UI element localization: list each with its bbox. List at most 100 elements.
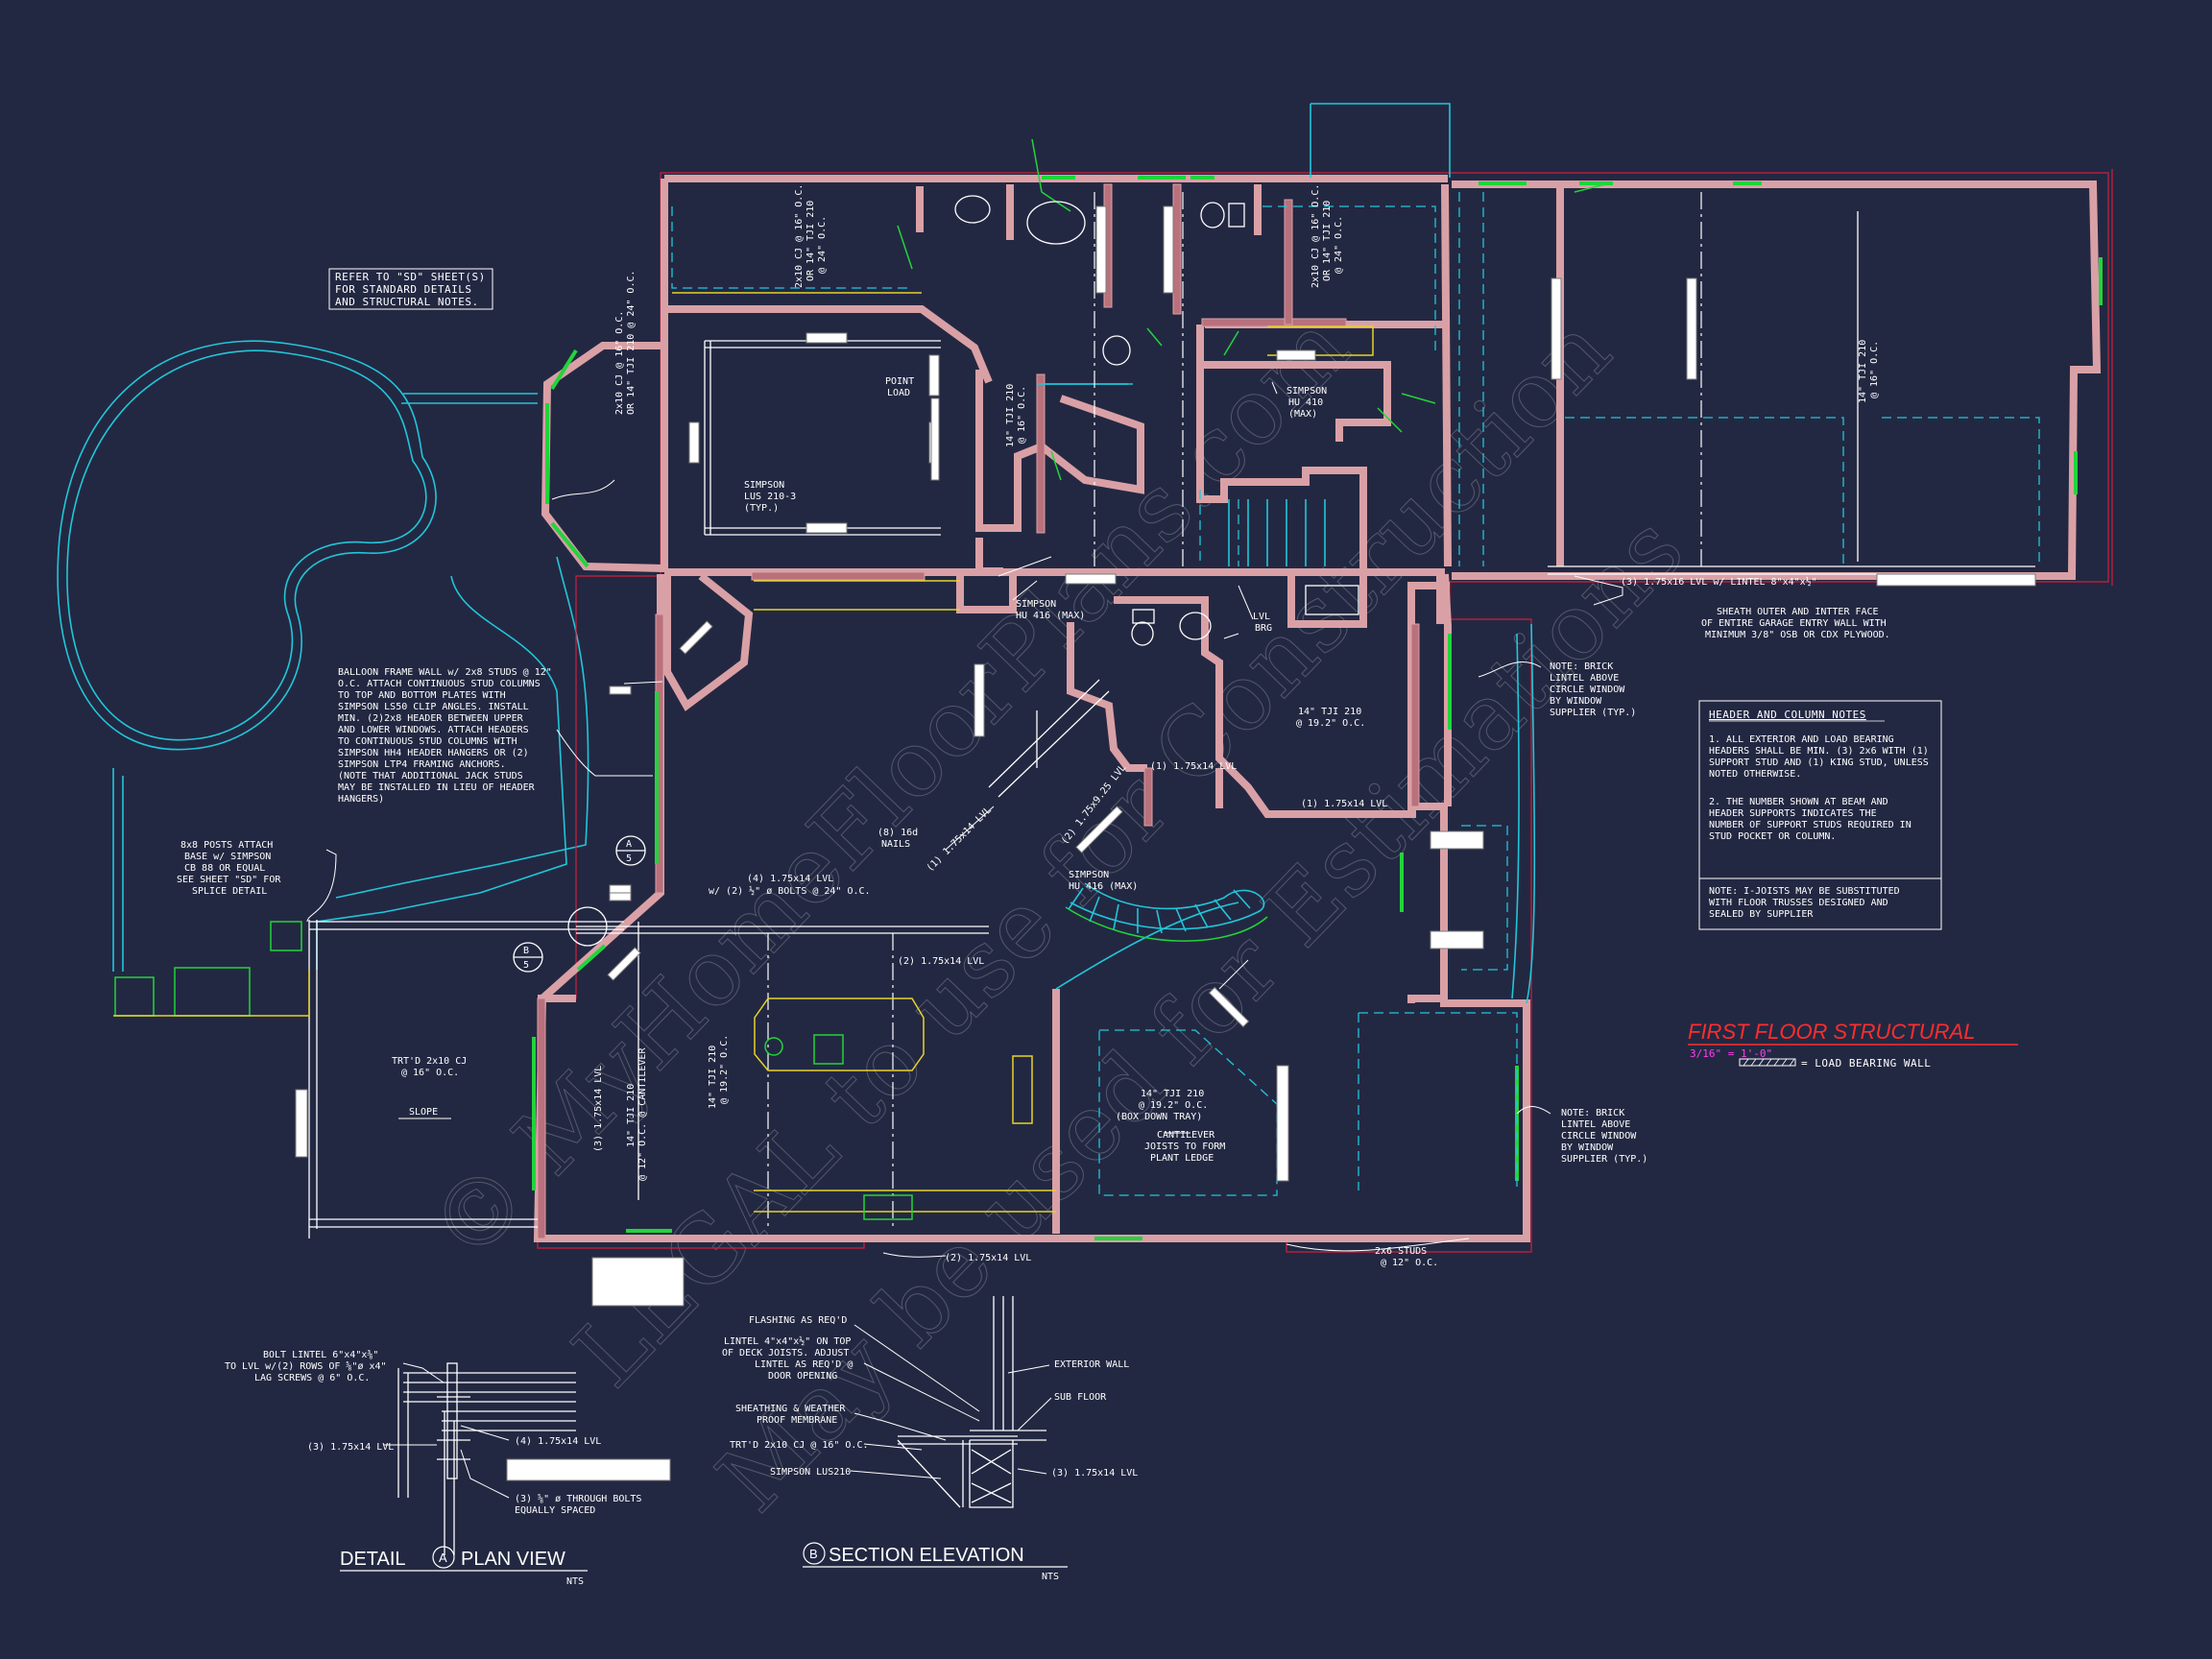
- posts-note-line: CB 88 OR EQUAL: [184, 863, 265, 874]
- plant-ledge-3: PLANT LEDGE: [1150, 1153, 1214, 1164]
- lvl-4-14-2: w/ (2) ½" ø BOLTS @ 24" O.C.: [709, 885, 871, 897]
- cj-top2-1: 2x10 CJ @ 16" O.C.: [1310, 184, 1321, 288]
- sheath-note-line: OF ENTIRE GARAGE ENTRY WALL WITH: [1701, 618, 1887, 629]
- lvl-2-14b: (2) 1.75x14 LVL: [945, 1253, 1031, 1263]
- brick-note-line: CIRCLE WINDOW: [1561, 1131, 1637, 1142]
- brick-note-upper: NOTE: BRICK LINTEL ABOVE CIRCLE WINDOW B…: [1550, 661, 1636, 718]
- hu416b-2: HU 416 (MAX): [1069, 881, 1138, 892]
- tji-kitchen-1: 14" TJI 210: [708, 1046, 718, 1109]
- watermark: © MyHomeFloorPlans.com LEGAL to use for …: [408, 293, 1704, 1532]
- point-load-1: POINT: [885, 376, 914, 387]
- header-note-1: SUPPORT STUD AND (1) KING STUD, UNLESS: [1709, 757, 1929, 768]
- detail-b-ext-wall: EXTERIOR WALL: [1054, 1359, 1129, 1370]
- header-note-2: HEADER SUPPORTS INDICATES THE: [1709, 808, 1877, 819]
- hu410-3: (MAX): [1288, 409, 1317, 420]
- cantilever-2: @ 12" O.C. @ CANTILEVER: [637, 1047, 648, 1181]
- plan-labels: POINT LOAD SIMPSON LUS 210-3 (TYP.) SIMP…: [392, 376, 1817, 1268]
- detail-a-title: DETAIL: [340, 1549, 406, 1570]
- marker-a-label: A: [626, 839, 632, 850]
- fixtures: [672, 138, 1614, 1220]
- studs-2x6-1: 2x6 STUDS: [1375, 1246, 1427, 1257]
- detail-a-bolts-1: (3) ⅝" ø THROUGH BOLTS: [515, 1493, 641, 1504]
- marker-b-num: 5: [523, 960, 529, 971]
- refer-note-line-2: FOR STANDARD DETAILS: [335, 283, 471, 296]
- posts-note-line: BASE w/ SIMPSON: [184, 852, 271, 862]
- tji-small-1: 14" TJI 210: [1005, 384, 1016, 447]
- detail-b-trtd: TRT'D 2x10 CJ @ 16" O.C.: [730, 1440, 869, 1451]
- header-column-notes: HEADER AND COLUMN NOTES 1. ALL EXTERIOR …: [1698, 700, 1942, 930]
- header-markers: [295, 205, 2036, 1481]
- header-note-1: NOTED OTHERWISE.: [1709, 769, 1801, 780]
- trtd-2: @ 16" O.C.: [401, 1068, 459, 1078]
- header-notes-title: HEADER AND COLUMN NOTES: [1709, 709, 1866, 721]
- hu410-2: HU 410: [1288, 397, 1323, 408]
- brick-note-line: NOTE: BRICK: [1550, 661, 1613, 672]
- detail-b-lintel-2: OF DECK JOISTS. ADJUST: [722, 1348, 849, 1358]
- detail-a: BOLT LINTEL 6"x4"x⅜" TO LVL w/(2) ROWS O…: [225, 1349, 641, 1587]
- detail-b-lintel-3: LINTEL AS REQ'D @: [755, 1359, 853, 1370]
- lvl-brg-1: LVL: [1253, 612, 1270, 622]
- lus-3: (TYP.): [744, 503, 779, 514]
- detail-b-nts: NTS: [1042, 1572, 1059, 1582]
- windows: [532, 176, 2103, 1240]
- detail-a-lvl4: (4) 1.75x14 LVL: [515, 1436, 601, 1447]
- lvl-4-14-1: (4) 1.75x14 LVL: [747, 874, 833, 884]
- sheet-title-text: FIRST FLOOR STRUCTURAL: [1688, 1020, 1975, 1044]
- header-note-3: SEALED BY SUPPLIER: [1709, 909, 1814, 920]
- balloon-note-line: BALLOON FRAME WALL w/ 2x8 STUDS @ 12": [338, 667, 552, 678]
- brick-note-line: SUPPLIER (TYP.): [1550, 708, 1636, 718]
- detail-a-marker: A: [439, 1551, 447, 1565]
- lus-1: SIMPSON: [744, 480, 784, 491]
- brick-note-line: BY WINDOW: [1550, 696, 1602, 707]
- posts-note-line: 8x8 POSTS ATTACH: [180, 840, 273, 851]
- marker-a-num: 5: [626, 854, 632, 864]
- sheet-title: FIRST FLOOR STRUCTURAL 3/16" = 1'-0" = L…: [1688, 1020, 2018, 1070]
- brick-note-line: LINTEL ABOVE: [1561, 1119, 1630, 1130]
- cj-top2-3: @ 24" O.C.: [1334, 216, 1344, 274]
- lvl-brg-2: BRG: [1255, 623, 1272, 634]
- detail-b: FLASHING AS REQ'D LINTEL 4"x4"x½" ON TOP…: [722, 1296, 1138, 1582]
- detail-a-nts: NTS: [566, 1576, 584, 1587]
- brick-note-line: SUPPLIER (TYP.): [1561, 1154, 1647, 1165]
- header-note-2: 2. THE NUMBER SHOWN AT BEAM AND: [1709, 797, 1888, 807]
- brick-note-lower: NOTE: BRICK LINTEL ABOVE CIRCLE WINDOW B…: [1561, 1108, 1647, 1165]
- tji-center-1: 14" TJI 210: [1298, 707, 1361, 717]
- box-down-1: 14" TJI 210: [1141, 1089, 1204, 1099]
- sheath-note-line: MINIMUM 3/8" OSB OR CDX PLYWOOD.: [1705, 630, 1890, 640]
- detail-b-lus: SIMPSON LUS210: [770, 1467, 851, 1478]
- balloon-note-line: SIMPSON LS50 CLIP ANGLES. INSTALL: [338, 702, 529, 712]
- header-note-1: 1. ALL EXTERIOR AND LOAD BEARING: [1709, 734, 1894, 745]
- box-down-2: @ 19.2" O.C.: [1139, 1100, 1208, 1111]
- sheath-note-line: SHEATH OUTER AND INTTER FACE: [1717, 607, 1879, 617]
- cj-top1-3: @ 24" O.C.: [817, 216, 828, 274]
- detail-a-lvl3: (3) 1.75x14 LVL: [307, 1442, 394, 1453]
- hu416a-1: SIMPSON: [1016, 599, 1056, 610]
- lvl-1-14: (1) 1.75x14 LVL: [1150, 761, 1237, 772]
- tji-kitchen-2: @ 19.2" O.C.: [719, 1035, 730, 1104]
- posts-note-line: SPLICE DETAIL: [192, 886, 267, 897]
- tji-garage-2: @ 16" O.C.: [1869, 341, 1880, 398]
- leaders: [306, 381, 1623, 1258]
- lvl-2-14: (2) 1.75x14 LVL: [898, 956, 984, 967]
- plant-ledge-2: JOISTS TO FORM: [1144, 1142, 1225, 1152]
- hu416a-2: HU 416 (MAX): [1016, 611, 1085, 621]
- watermark-line-3: May be used for Estimations: [697, 495, 1704, 1532]
- balloon-frame-note: BALLOON FRAME WALL w/ 2x8 STUDS @ 12" O.…: [338, 667, 552, 805]
- cj-top1-2: OR 14" TJI 210: [805, 201, 816, 281]
- garage-lintel: (3) 1.75x16 LVL w/ LINTEL 8"x4"x½": [1621, 576, 1817, 588]
- refer-note-line-3: AND STRUCTURAL NOTES.: [335, 296, 479, 308]
- balloon-note-line: HANGERS): [338, 794, 384, 805]
- brick-note-line: NOTE: BRICK: [1561, 1108, 1624, 1118]
- detail-b-lvl: (3) 1.75x14 LVL: [1051, 1468, 1138, 1479]
- slope-label: SLOPE: [409, 1107, 438, 1118]
- detail-b-marker: B: [809, 1547, 818, 1561]
- detail-b-lintel-1: LINTEL 4"x4"x½" ON TOP: [724, 1335, 851, 1347]
- sheath-note: SHEATH OUTER AND INTTER FACE OF ENTIRE G…: [1701, 607, 1890, 640]
- detail-a-bolt-2: TO LVL w/(2) ROWS OF ⅝"ø x4": [225, 1360, 387, 1372]
- balloon-note-line: AND LOWER WINDOWS. ATTACH HEADERS: [338, 725, 529, 735]
- nails-1: (8) 16d: [878, 828, 918, 838]
- sheet-scale: 3/16" = 1'-0": [1690, 1047, 1772, 1060]
- hu416b-1: SIMPSON: [1069, 870, 1109, 880]
- detail-a-bolts-2: EQUALLY SPACED: [515, 1505, 595, 1516]
